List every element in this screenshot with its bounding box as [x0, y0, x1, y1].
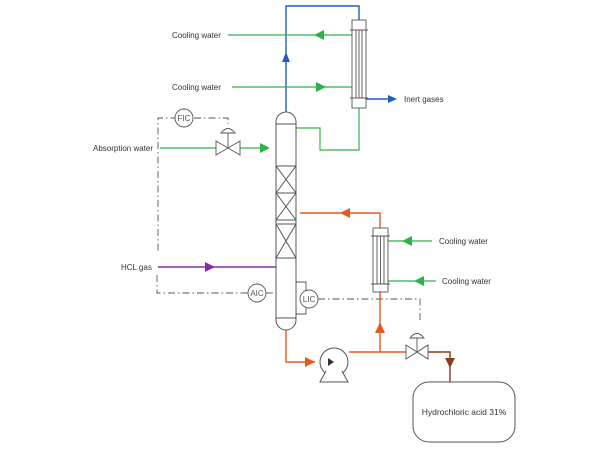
hcl-gas-line [158, 262, 276, 272]
vapor-up-arrow [282, 52, 290, 62]
lic-instrument[interactable]: LIC [296, 281, 319, 315]
vapor-line [285, 5, 360, 112]
aic-label: AIC [250, 289, 264, 298]
aic-signal-line [156, 275, 248, 294]
aic-instrument[interactable]: AIC [247, 283, 267, 303]
fic-to-valve-signal [194, 117, 229, 124]
absorption-column [275, 111, 297, 331]
cooling-arrow-2 [316, 82, 326, 92]
reflux-arrows [305, 208, 385, 367]
reflux-return-arrow [340, 208, 350, 218]
absorption-water-label: Absorption water [93, 144, 153, 153]
cooling-water-label-3: Cooling water [439, 237, 488, 246]
cooling-arrow-3 [402, 236, 412, 246]
cooling-water-label-4: Cooling water [442, 277, 491, 286]
reflux-cooler [371, 227, 390, 293]
cooling-arrows-top [260, 30, 326, 153]
top-condenser [350, 19, 368, 109]
fic-instrument[interactable]: FIC [174, 108, 194, 128]
pump[interactable] [319, 347, 349, 383]
cooling-water-label-2: Cooling water [172, 83, 221, 92]
product-tank [412, 381, 516, 443]
reflux-bottom-arrow [305, 357, 315, 367]
fic-label: FIC [178, 114, 191, 123]
lic-signal-line [318, 298, 421, 322]
lic-label: LIC [303, 295, 316, 304]
absorption-water-valve[interactable] [215, 128, 241, 156]
fic-signal-line [157, 117, 192, 253]
product-valve[interactable] [405, 333, 429, 360]
cooling-water-label-1: Cooling water [172, 31, 221, 40]
inert-gases-label: Inert gases [404, 95, 444, 104]
cooling-lines-mid [388, 240, 436, 282]
cooling-lines-top [160, 34, 360, 158]
reflux-up-arrow [375, 322, 385, 333]
absorption-arrow [260, 143, 270, 153]
hcl-gas-label: HCL gas [121, 263, 152, 272]
cooling-arrow-4 [414, 276, 424, 286]
product-tank-label: Hydrochloric acid 31% [422, 407, 507, 417]
cooling-arrow-1 [314, 30, 324, 40]
product-line [428, 351, 455, 382]
inert-gas-line [366, 95, 397, 103]
cooling-arrows-mid [402, 236, 424, 286]
